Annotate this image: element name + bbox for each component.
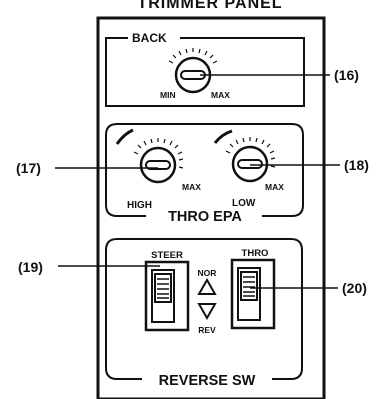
rev-down-arrow-icon [197, 303, 217, 321]
thro-epa-high-dial [115, 128, 184, 184]
back-frame [105, 37, 305, 107]
nor-label: NOR [198, 268, 217, 278]
steer-reverse-switch [144, 260, 190, 332]
leader-lines [55, 74, 340, 289]
low-label: LOW [232, 198, 256, 209]
callout-20: (20) [342, 280, 367, 296]
rev-label: REV [198, 325, 216, 335]
thro-epa-title: THRO EPA [168, 209, 242, 225]
thro-label: THRO [242, 248, 269, 259]
reverse-title: REVERSE SW [159, 373, 256, 389]
low-arc-arrow [213, 129, 233, 144]
steer-label: STEER [151, 250, 183, 261]
back-min-label: MIN [160, 90, 176, 100]
high-arc-arrow [115, 128, 134, 145]
reverse-frame [105, 238, 303, 380]
thro-epa-frame [105, 123, 304, 217]
thro-reverse-switch [230, 258, 276, 330]
back-title: BACK [132, 31, 167, 45]
callout-19: (19) [18, 259, 43, 275]
panel-title: TRIMMER PANEL [137, 0, 282, 12]
thro-epa-section: THRO EPA MAX HIGH [105, 123, 304, 225]
low-max-label: MAX [265, 182, 284, 192]
nor-up-arrow-icon [197, 277, 217, 295]
panel-outline [96, 16, 326, 399]
high-max-label: MAX [182, 182, 201, 192]
callout-18: (18) [344, 157, 369, 173]
reverse-sw-section: REVERSE SW STEER THRO NOR REV [105, 238, 303, 389]
back-section: BACK MIN MAX [105, 31, 305, 107]
thro-epa-low-dial [213, 129, 276, 183]
callout-17: (17) [16, 160, 41, 176]
back-dial [168, 48, 218, 94]
high-label: HIGH [127, 200, 152, 211]
thro-switch-slider [240, 271, 258, 301]
steer-switch-slider [154, 273, 172, 303]
high-knob-slot [145, 160, 171, 170]
low-knob-slot [237, 159, 263, 169]
back-max-label: MAX [211, 90, 230, 100]
callout-16: (16) [334, 67, 359, 83]
